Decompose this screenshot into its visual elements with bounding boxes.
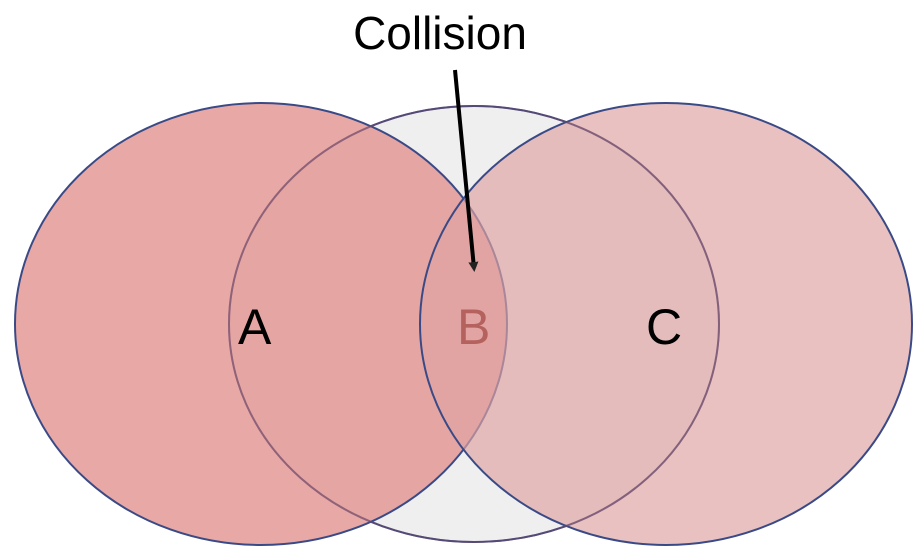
set-a-label: A (238, 299, 272, 355)
circle-b-outline (228, 105, 720, 543)
set-b-label: B (457, 299, 491, 355)
set-c-label: C (646, 299, 683, 355)
collision-arrow (453, 69, 479, 272)
collision-label: Collision (353, 7, 527, 59)
circle-c (419, 102, 913, 546)
